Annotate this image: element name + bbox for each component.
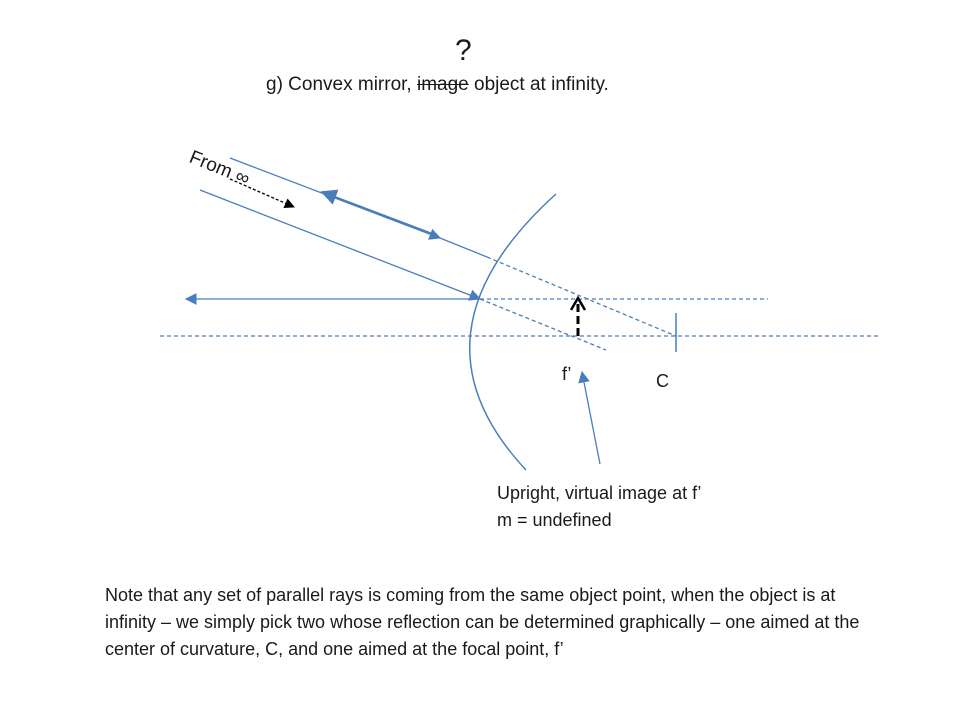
explanation-note: Note that any set of parallel rays is co… xyxy=(105,585,860,659)
incident-ray-upper xyxy=(229,157,442,240)
center-of-curvature-label: C xyxy=(656,371,669,391)
virtual-extension-to-focus xyxy=(479,298,607,351)
heading-struck-word: image xyxy=(416,74,469,95)
image-description: Upright, virtual image at f’ m = undefin… xyxy=(497,480,701,534)
slide-heading: g) Convex mirror, image object at infini… xyxy=(266,74,609,96)
convex-mirror xyxy=(469,193,557,471)
heading-prefix: g) Convex mirror, xyxy=(266,74,417,95)
virtual-image-arrowhead xyxy=(569,295,587,311)
reflected-ray-upper xyxy=(320,189,439,237)
heading-suffix: object at infinity. xyxy=(468,74,609,95)
incident-ray-lower xyxy=(199,189,482,301)
question-mark: ? xyxy=(455,34,472,67)
image-description-line-1: Upright, virtual image at f’ xyxy=(497,483,702,503)
image-pointer-arrow xyxy=(578,370,601,465)
incident-ray-upper-continued xyxy=(439,237,488,258)
virtual-extension-to-center xyxy=(486,256,677,337)
from-infinity-arrow xyxy=(229,178,295,209)
focal-point-label: f’ xyxy=(562,364,572,384)
image-description-line-2: m = undefined xyxy=(497,510,612,530)
